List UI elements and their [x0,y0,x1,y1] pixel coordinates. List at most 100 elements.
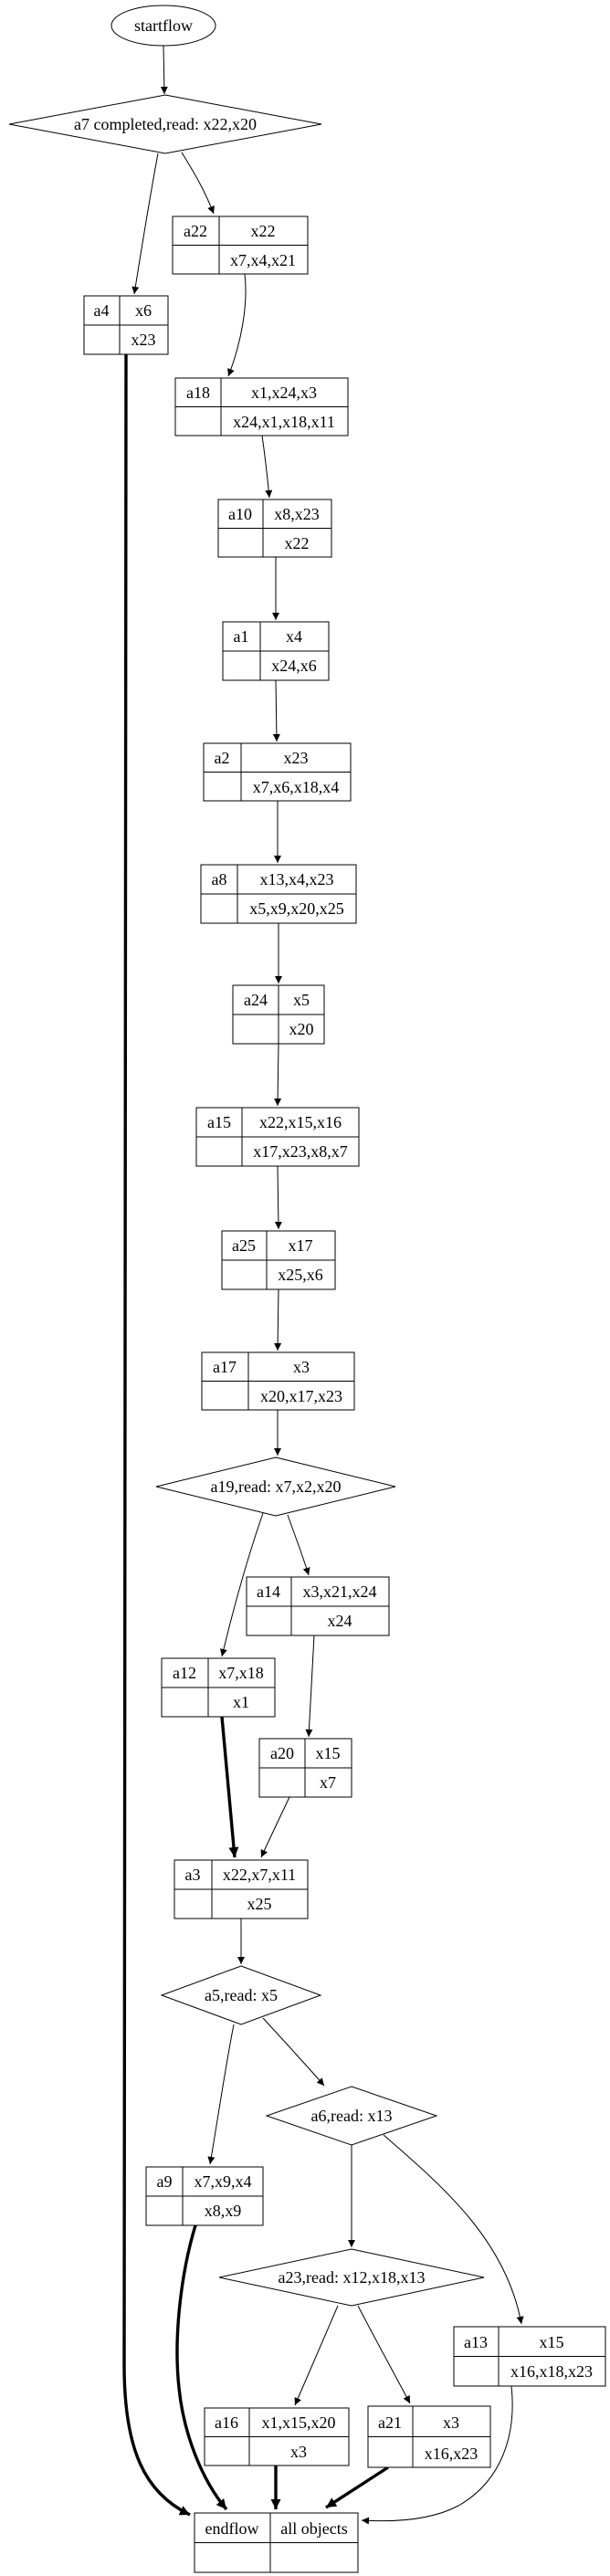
a9-name: a9 [157,2172,173,2191]
a7-diamond [8,94,322,154]
a16-row1: x1,x15,x20 [262,2413,336,2432]
a1-row2: x24,x6 [271,657,317,675]
decision-a19: a19,read: x7,x2,x20 [155,1456,396,1517]
a9-row2: x8,x9 [205,2202,242,2220]
a4-row1: x6 [135,301,152,320]
a8-row1: x13,x4,x23 [260,870,334,888]
a22-row1: x22 [251,222,276,240]
edge-a18-a10 [261,435,273,499]
node-a12: a12 x7,x18 x1 [161,1657,276,1718]
a2-row1: x23 [284,749,309,767]
a16-name: a16 [215,2413,238,2432]
a21-row1: x3 [443,2413,459,2432]
decision-a7: a7 completed,read: x22,x20 [8,94,322,154]
node-a2: a2 x23 x7,x6,x18,x4 [203,742,352,802]
a2-name: a2 [215,749,230,767]
a25-name: a25 [232,1236,256,1255]
a24-row2: x20 [289,1020,314,1038]
edge-a6-a13 [383,2134,524,2325]
node-a3: a3 x22,x7,x11 x25 [174,1859,309,1919]
a16-row2: x3 [290,2443,307,2461]
node-a1: a1 x4 x24,x6 [222,621,330,681]
a14-name: a14 [257,1582,280,1601]
edge-a4-endflow [122,353,191,2517]
node-a10: a10 x8,x23 x22 [217,499,332,558]
a20-row2: x7 [320,1773,336,1792]
edge-a19-a12 [219,1512,264,1657]
edge-a21-endflow [325,2466,389,2509]
edge-a25-a17 [274,1288,282,1351]
edge-a13-endflow [361,2385,513,2525]
endflow-row1: all objects [280,2519,347,2538]
a22-name: a22 [184,222,207,240]
a17-name: a17 [213,1358,237,1376]
a25-row1: x17 [289,1236,313,1255]
start-ellipse [110,5,216,47]
a13-row2: x16,x18,x23 [510,2362,593,2381]
node-a24: a24 x5 x20 [232,984,325,1045]
a24-row1: x5 [293,991,310,1009]
a18-name: a18 [186,384,210,402]
a12-name: a12 [173,1664,196,1682]
decision-a6: a6,read: x13 [265,2086,438,2146]
a18-row2: x24,x1,x18,x11 [233,413,335,431]
a23-label: a23,read: x12,x18,x13 [279,2268,426,2287]
a1-row1: x4 [286,627,302,646]
node-a8: a8 x13,x4,x23 x5,x9,x20,x25 [200,864,357,924]
a3-name: a3 [185,1866,201,1884]
a22-row2: x7,x4,x21 [230,251,296,269]
a9-row1: x7,x9,x4 [195,2172,252,2191]
edge-a9-endflow [175,2224,228,2511]
node-a9: a9 x7,x9,x4 x8,x9 [145,2166,264,2226]
a4-name: a4 [94,301,110,320]
a10-name: a10 [228,505,252,523]
edge-a1-a2 [272,679,280,742]
node-a16: a16 x1,x15,x20 x3 [204,2407,350,2466]
node-a15: a15 x22,x15,x16 x17,x23,x8,x7 [195,1107,360,1167]
edge-a20-a3 [260,1796,290,1858]
decision-a5: a5,read: x5 [160,1965,322,2025]
node-a20: a20 x15 x7 [258,1738,352,1798]
edge-a7-a22 [181,152,215,215]
a15-row1: x22,x15,x16 [259,1113,342,1131]
a14-row1: x3,x21,x24 [303,1582,377,1601]
node-a17: a17 x3 x20,x17,x23 [201,1351,355,1411]
a15-name: a15 [207,1113,231,1131]
node-endflow: endflow all objects [194,2512,359,2573]
a3-row2: x25 [247,1895,272,1913]
edge-a23-a21 [357,2305,411,2404]
edge-a19-a14 [287,1514,310,1576]
a23-diamond [218,2248,485,2307]
edge-a15-a25 [274,1165,282,1230]
a14-row2: x24 [328,1612,352,1630]
edges-layer [122,45,524,2525]
a20-name: a20 [270,1744,294,1762]
a13-name: a13 [464,2333,488,2351]
a15-row2: x17,x23,x8,x7 [253,1142,348,1161]
node-a25: a25 x17 x25,x6 [221,1230,336,1290]
a20-row1: x15 [316,1744,341,1762]
edge-a14-a20 [305,1635,315,1738]
a12-row1: x7,x18 [218,1664,264,1682]
endflow-name: endflow [205,2519,259,2538]
node-a22: a22 x22 x7,x4,x21 [172,216,309,275]
a21-name: a21 [378,2413,402,2432]
edge-a5-a6 [262,2017,325,2087]
a8-row2: x5,x9,x20,x25 [249,899,344,918]
a25-row2: x25,x6 [278,1266,323,1284]
a5-label: a5,read: x5 [205,1986,278,2004]
a4-row2: x23 [131,331,156,349]
a19-diamond [155,1456,396,1517]
edge-a7-a4 [131,152,159,295]
edge-a12-a3 [220,1716,239,1858]
a8-name: a8 [212,870,227,888]
a3-row1: x22,x7,x11 [223,1866,296,1884]
edge-a5-a9 [207,2024,235,2165]
a1-name: a1 [234,627,249,646]
a24-name: a24 [244,991,268,1009]
node-a18: a18 x1,x24,x3 x24,x1,x18,x11 [174,377,349,436]
a17-row2: x20,x17,x23 [260,1387,342,1405]
node-a21: a21 x3 x16,x23 [367,2405,491,2468]
a13-row1: x15 [540,2333,564,2351]
